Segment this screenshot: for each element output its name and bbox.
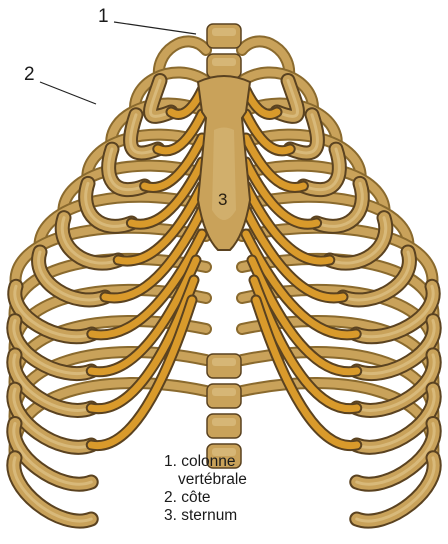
legend-item-vertebral-column: 1. colonne (164, 453, 247, 471)
sternum-shape (198, 76, 250, 250)
vertebra-highlight (212, 58, 236, 66)
leader-line-2 (40, 82, 96, 104)
leader-lines (40, 22, 196, 104)
leader-line-1 (114, 22, 196, 34)
legend: 1. colonne vertébrale 2. côte 3. sternum (164, 453, 247, 525)
label-2-rib: 2 (24, 64, 35, 86)
vertebra-highlight (212, 388, 236, 396)
vertebra-highlight (212, 358, 236, 366)
label-1-vertebra: 1 (98, 6, 109, 28)
legend-item-sternum: 3. sternum (164, 507, 247, 525)
legend-item-rib: 2. côte (164, 489, 247, 507)
vertebra-highlight (212, 28, 236, 36)
vertebra-highlight (212, 418, 236, 426)
legend-item-vertebral-column-cont: vertébrale (164, 471, 247, 489)
label-3-sternum: 3 (218, 190, 227, 210)
